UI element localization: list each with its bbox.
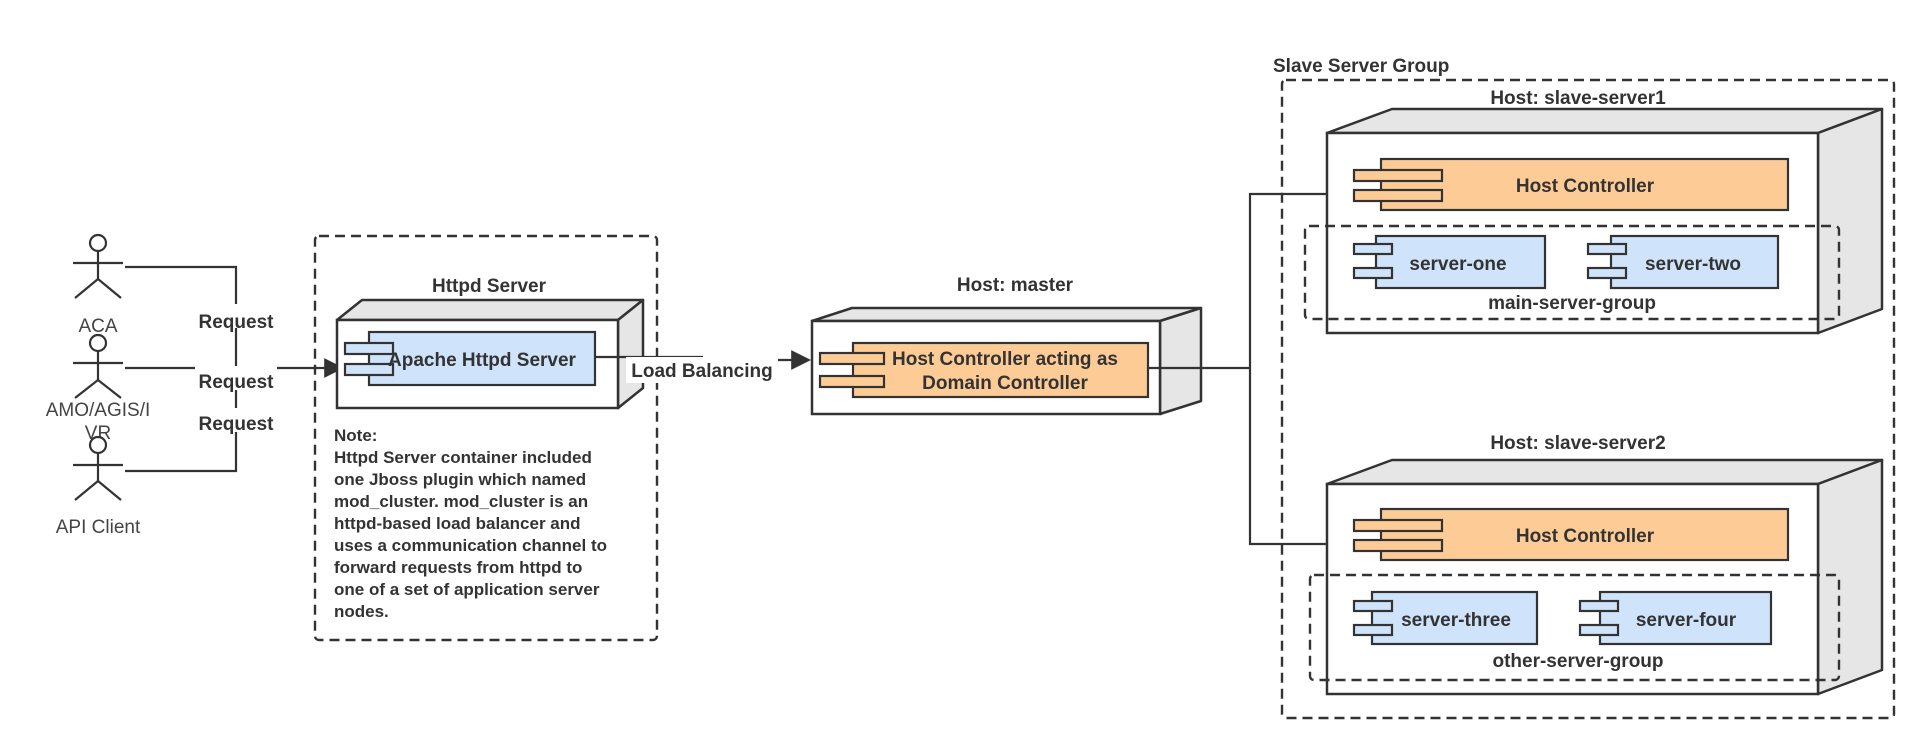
- actor-aca[interactable]: ACA: [73, 233, 123, 337]
- note-line: nodes.: [334, 602, 389, 621]
- actor-aca-icon: [73, 233, 123, 299]
- domain-controller-component[interactable]: Host Controller acting as Domain Control…: [818, 341, 1150, 399]
- main-server-group-label: main-server-group: [1488, 293, 1656, 314]
- request-label-3: Request: [199, 414, 275, 435]
- request-label-bg-1: [195, 304, 277, 328]
- master-to-slave-edges: [1148, 184, 1354, 554]
- load-balancing-edge: Load Balancing: [595, 350, 811, 383]
- component-port-icon: [1586, 266, 1628, 280]
- note-line: mod_cluster. mod_cluster is an: [334, 492, 588, 511]
- main-server-group-border: [1303, 224, 1841, 321]
- request-edge-aca: [125, 265, 238, 368]
- httpd-container-title: Httpd Server: [432, 276, 547, 297]
- domain-controller-label-line1: Host Controller acting as: [892, 349, 1118, 370]
- server-two-label: server-two: [1645, 254, 1741, 275]
- actor-api-client-label: API Client: [56, 517, 141, 538]
- server-three-label: server-three: [1401, 610, 1511, 631]
- component-port-icon: [1578, 623, 1620, 637]
- server-one-component[interactable]: server-one: [1352, 234, 1547, 290]
- server-three-component[interactable]: server-three: [1352, 590, 1539, 646]
- note-line: uses a communication channel to: [334, 536, 607, 555]
- host-controller-2-component[interactable]: Host Controller: [1352, 507, 1790, 562]
- component-port-icon: [818, 374, 886, 389]
- apache-httpd-server-component[interactable]: Apache Httpd Server: [343, 330, 597, 387]
- slave-server-group-title: Slave Server Group: [1273, 56, 1449, 77]
- httpd-container-border: [313, 234, 659, 642]
- host-slave-server2[interactable]: Host: slave-server2 Host Controller serv…: [1308, 433, 1884, 696]
- server-one-label: server-one: [1409, 254, 1506, 275]
- host-slave-server1[interactable]: Host: slave-server1 Host Controller serv…: [1303, 88, 1884, 335]
- note-line: one Jboss plugin which named: [334, 470, 586, 489]
- request-label-bg-2: [195, 366, 277, 390]
- host-master[interactable]: Host: master Host Controller acting as D…: [810, 275, 1203, 416]
- note-line: Httpd Server container included: [334, 448, 592, 467]
- component-port-icon: [1352, 266, 1394, 280]
- component-port-icon: [1352, 518, 1444, 533]
- actor-api-client-icon: [73, 435, 123, 501]
- main-server-group[interactable]: server-one server-two main-server-group: [1303, 224, 1841, 321]
- server-two-component[interactable]: server-two: [1586, 234, 1780, 290]
- component-port-icon: [1352, 242, 1394, 256]
- host-slave-server1-title: Host: slave-server1: [1490, 88, 1666, 109]
- request-label-2: Request: [199, 372, 275, 393]
- httpd-container[interactable]: Httpd Server Apache Httpd Server Note: H…: [313, 234, 659, 642]
- component-port-icon: [343, 362, 395, 377]
- other-server-group-border: [1308, 573, 1841, 682]
- host-controller-1-component[interactable]: Host Controller: [1352, 157, 1790, 212]
- note-line: one of a set of application server: [334, 580, 600, 599]
- actor-amo-agis-ivr-icon: [73, 333, 123, 399]
- actor-amo-agis-ivr-label-line1: AMO/AGIS/I: [46, 400, 151, 421]
- component-port-icon: [1578, 599, 1620, 613]
- host-master-title: Host: master: [957, 275, 1074, 296]
- load-balancing-label-bg: [626, 357, 778, 383]
- other-server-group-label: other-server-group: [1492, 651, 1663, 672]
- actor-api-client[interactable]: API Client: [56, 435, 141, 538]
- note-line: forward requests from httpd to: [334, 558, 582, 577]
- actor-aca-label: ACA: [78, 316, 117, 337]
- httpd-node[interactable]: Apache Httpd Server: [335, 298, 645, 410]
- component-port-icon: [1352, 188, 1444, 203]
- apache-httpd-server-label: Apache Httpd Server: [388, 350, 577, 371]
- request-label-bg-3: [195, 408, 277, 432]
- component-port-icon: [1352, 599, 1394, 613]
- component-port-icon: [1352, 168, 1444, 183]
- host-slave-server2-title: Host: slave-server2: [1490, 433, 1665, 454]
- component-port-icon: [818, 351, 886, 366]
- other-server-group[interactable]: server-three server-four other-server-gr…: [1308, 573, 1841, 682]
- component-port-icon: [1586, 242, 1628, 256]
- note-line: httpd-based load balancer and: [334, 514, 581, 533]
- request-connectors: Request Request Request: [125, 265, 344, 473]
- request-edge-api-client: [125, 368, 238, 473]
- httpd-note: Note: Httpd Server container included on…: [334, 426, 607, 621]
- request-label-1: Request: [199, 312, 275, 333]
- server-four-label: server-four: [1636, 610, 1737, 631]
- host-controller-1-label: Host Controller: [1516, 176, 1655, 197]
- load-balancing-label: Load Balancing: [631, 361, 772, 382]
- actor-amo-agis-ivr[interactable]: AMO/AGIS/I VR: [46, 333, 151, 444]
- component-port-icon: [1352, 538, 1444, 553]
- domain-controller-label-line2: Domain Controller: [922, 373, 1088, 394]
- note-line: Note:: [334, 426, 377, 445]
- host-controller-2-label: Host Controller: [1516, 526, 1655, 547]
- slave-server-group[interactable]: Slave Server Group Host: slave-server1 H…: [1273, 56, 1896, 720]
- component-port-icon: [1352, 623, 1394, 637]
- component-port-icon: [343, 341, 395, 356]
- server-four-component[interactable]: server-four: [1578, 590, 1773, 646]
